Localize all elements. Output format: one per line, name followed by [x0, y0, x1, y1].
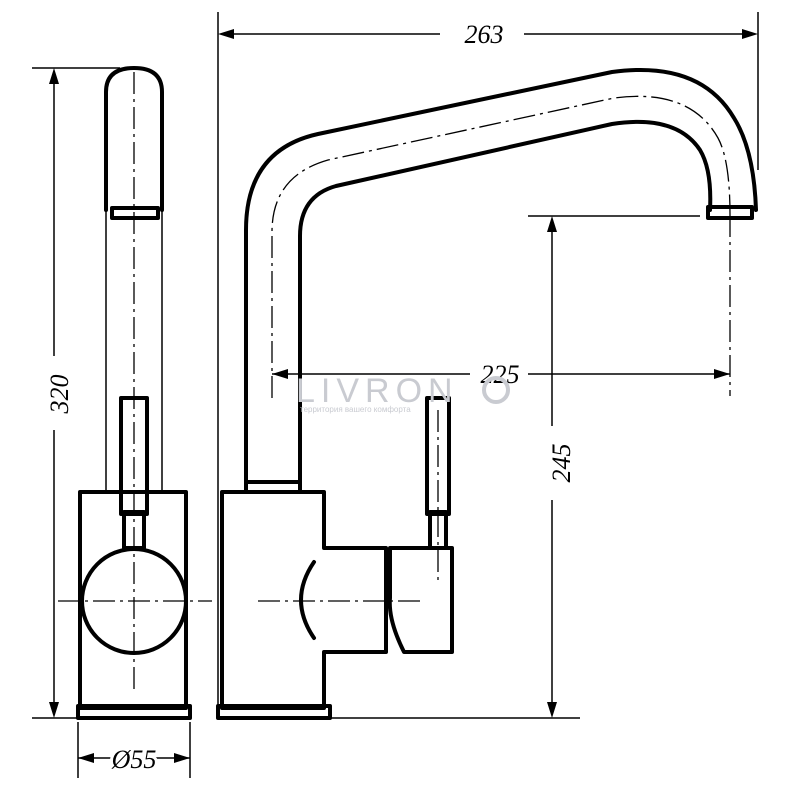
- dim-263-label: 263: [465, 20, 504, 49]
- dimension-overall-width: 263: [218, 12, 759, 170]
- dim-55-label: Ø55: [111, 745, 157, 774]
- side-view: [216, 67, 758, 720]
- front-spout-ring: [110, 206, 160, 220]
- front-body: [78, 490, 188, 710]
- side-body: [220, 490, 388, 710]
- dimension-base-diameter: Ø55: [77, 722, 191, 778]
- front-spout-tube: [104, 66, 164, 212]
- watermark-logo: LIVRON территория вашего комфорта: [296, 372, 510, 414]
- watermark-brand: LIVRON: [296, 372, 459, 410]
- side-spout-inner: [298, 119, 713, 490]
- front-view: [58, 66, 212, 720]
- watermark-tagline: территория вашего комфорта: [300, 405, 411, 414]
- side-cartridge-arc: [299, 560, 316, 640]
- dimension-overall-height: 320: [32, 67, 120, 719]
- watermark-drop-icon: [482, 376, 510, 404]
- side-spout-outer: [244, 67, 758, 490]
- dim-245-label: 245: [547, 444, 576, 483]
- dimension-spout-height: 245: [330, 215, 700, 719]
- side-handle: [387, 546, 454, 654]
- front-base-plate: [76, 704, 192, 720]
- dim-320-label: 320: [45, 375, 74, 415]
- side-spout-centerline: [271, 95, 731, 398]
- side-base-plate: [216, 704, 332, 720]
- side-lever-neck: [428, 510, 448, 550]
